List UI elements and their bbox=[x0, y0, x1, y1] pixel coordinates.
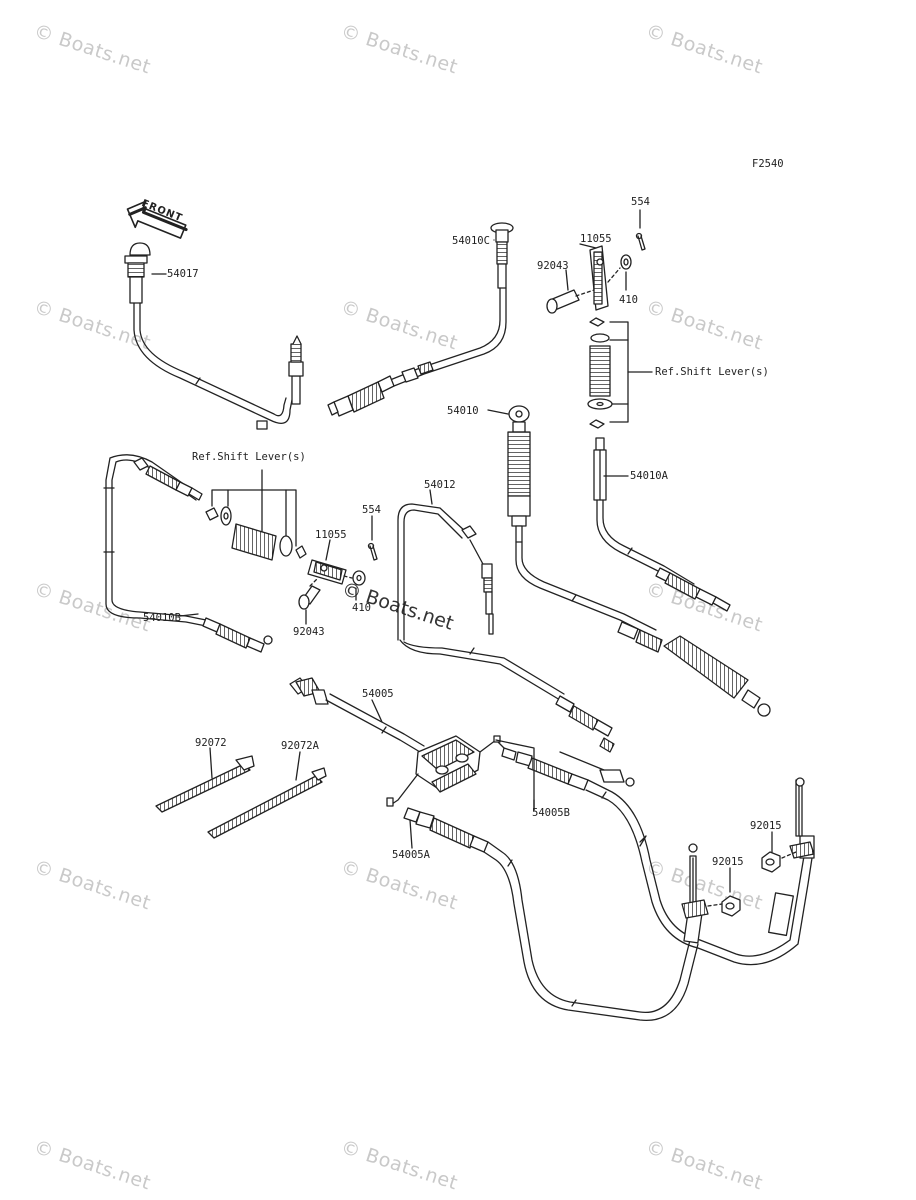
label-54010: 54010 bbox=[447, 405, 479, 417]
part-11055-mid bbox=[307, 559, 347, 585]
cable-54012 bbox=[397, 503, 615, 753]
label-ref-shift-right: Ref.Shift Lever(s) bbox=[655, 366, 769, 378]
part-92015-b bbox=[721, 895, 741, 917]
label-410-mid: 410 bbox=[352, 602, 371, 614]
label-ref-shift-left: Ref.Shift Lever(s) bbox=[192, 451, 306, 463]
label-54017: 54017 bbox=[167, 268, 199, 280]
label-54005B: 54005B bbox=[532, 807, 570, 819]
part-92043-mid bbox=[298, 585, 321, 610]
spring-stack-left bbox=[205, 506, 307, 561]
part-92015-a bbox=[761, 851, 781, 873]
label-92072: 92072 bbox=[195, 737, 227, 749]
part-554-top bbox=[635, 232, 646, 251]
part-554-mid bbox=[367, 542, 378, 561]
cable-54017 bbox=[124, 242, 304, 430]
label-11055-mid: 11055 bbox=[315, 529, 347, 541]
label-554-mid: 554 bbox=[362, 504, 381, 516]
part-11055-top bbox=[589, 245, 609, 311]
label-54010C: 54010C bbox=[452, 235, 490, 247]
label-11055-top: 11055 bbox=[580, 233, 612, 245]
cable-54010B bbox=[103, 454, 273, 653]
cable-54010A bbox=[593, 437, 731, 612]
label-54010B: 54010B bbox=[143, 612, 181, 624]
label-54012: 54012 bbox=[424, 479, 456, 491]
label-92015-b: 92015 bbox=[712, 856, 744, 868]
label-92043-mid: 92043 bbox=[293, 626, 325, 638]
part-92043-top bbox=[546, 289, 580, 314]
cable-54005 bbox=[289, 677, 481, 793]
label-54010A: 54010A bbox=[630, 470, 668, 482]
part-410-top bbox=[620, 254, 632, 270]
label-92043-top: 92043 bbox=[537, 260, 569, 272]
figure-code: F2540 bbox=[752, 158, 784, 170]
front-arrow bbox=[126, 200, 188, 239]
part-92072 bbox=[155, 755, 255, 813]
label-54005A: 54005A bbox=[392, 849, 430, 861]
label-92072A: 92072A bbox=[281, 740, 319, 752]
label-54005: 54005 bbox=[362, 688, 394, 700]
cable-54010C bbox=[327, 222, 514, 417]
spring-stack-right bbox=[587, 317, 613, 429]
label-554-top: 554 bbox=[631, 196, 650, 208]
cable-54010 bbox=[507, 405, 771, 717]
part-92072A bbox=[207, 767, 327, 839]
label-410-top: 410 bbox=[619, 294, 638, 306]
cable-54005A bbox=[386, 773, 709, 1021]
cable-54005B bbox=[479, 735, 815, 966]
part-410-mid bbox=[352, 570, 366, 586]
part-54005B-end bbox=[559, 751, 635, 787]
label-92015-a: 92015 bbox=[750, 820, 782, 832]
